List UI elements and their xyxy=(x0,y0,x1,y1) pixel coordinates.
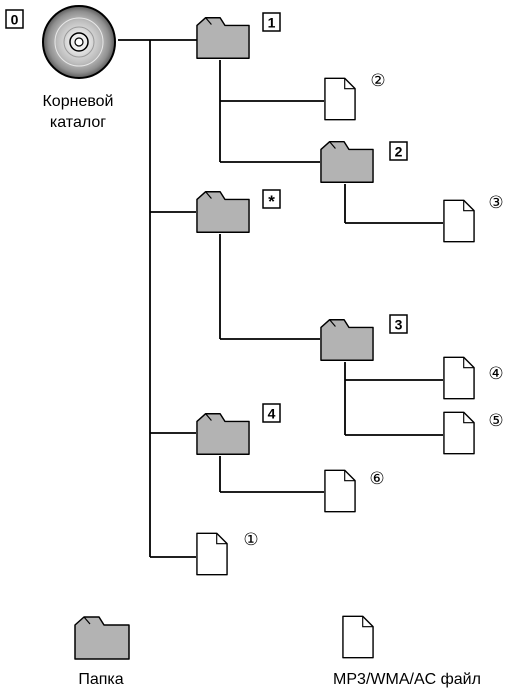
root-disc: 0 Корневой каталог xyxy=(5,5,116,131)
connector-lines xyxy=(118,39,443,558)
folder-icon xyxy=(196,190,250,233)
file-icon xyxy=(443,199,475,243)
folder-badge: 3 xyxy=(395,317,403,333)
folder-icon xyxy=(196,412,250,455)
folder-badge: 1 xyxy=(268,15,276,31)
root-badge: 0 xyxy=(11,12,19,28)
file-icon xyxy=(324,77,356,121)
legend-file-label: MP3/WMA/AC файл xyxy=(333,671,481,688)
folder-badge-box xyxy=(262,12,281,32)
folder-badge: 4 xyxy=(268,406,276,422)
file-icon xyxy=(443,356,475,400)
folder-icon xyxy=(196,16,250,59)
file-node-4: ④ xyxy=(443,356,504,400)
legend: Папка MP3/WMA/AC файл xyxy=(74,615,481,688)
folder-badge-box xyxy=(389,314,408,334)
legend-folder-label: Папка xyxy=(78,671,123,688)
legend-folder-icon xyxy=(74,616,130,660)
folder-badge-box xyxy=(262,403,281,423)
file-badge: ④ xyxy=(488,364,503,383)
file-badge: ⑤ xyxy=(488,411,503,430)
folder-node-star: * xyxy=(196,189,281,233)
file-badge: ① xyxy=(243,530,258,549)
folder-node-2: 2 xyxy=(320,140,408,183)
folder-icon xyxy=(320,140,374,183)
legend-file-icon xyxy=(342,615,374,659)
file-badge: ⑥ xyxy=(369,469,384,488)
root-label-line1: Корневой xyxy=(42,93,113,110)
file-icon xyxy=(443,411,475,455)
file-node-3: ③ xyxy=(443,193,504,243)
folder-badge: * xyxy=(268,192,275,211)
folder-node-3: 3 xyxy=(320,314,408,361)
folder-node-1: 1 xyxy=(196,12,281,59)
root-badge-box xyxy=(5,9,24,29)
root-label-line2: каталог xyxy=(50,114,106,131)
folder-badge-box xyxy=(389,141,408,161)
folder-icon xyxy=(320,318,374,361)
file-node-5: ⑤ xyxy=(443,411,504,455)
file-icon xyxy=(324,469,356,513)
file-node-1: ① xyxy=(196,530,259,576)
file-node-6: ⑥ xyxy=(324,469,385,513)
file-icon xyxy=(196,532,228,576)
folder-node-4: 4 xyxy=(196,403,281,455)
file-node-2: ② xyxy=(324,71,386,121)
file-badge: ② xyxy=(370,71,385,90)
folder-badge-box xyxy=(262,189,281,209)
disc-icon xyxy=(42,5,116,79)
folder-badge: 2 xyxy=(395,144,403,160)
file-badge: ③ xyxy=(488,193,503,212)
